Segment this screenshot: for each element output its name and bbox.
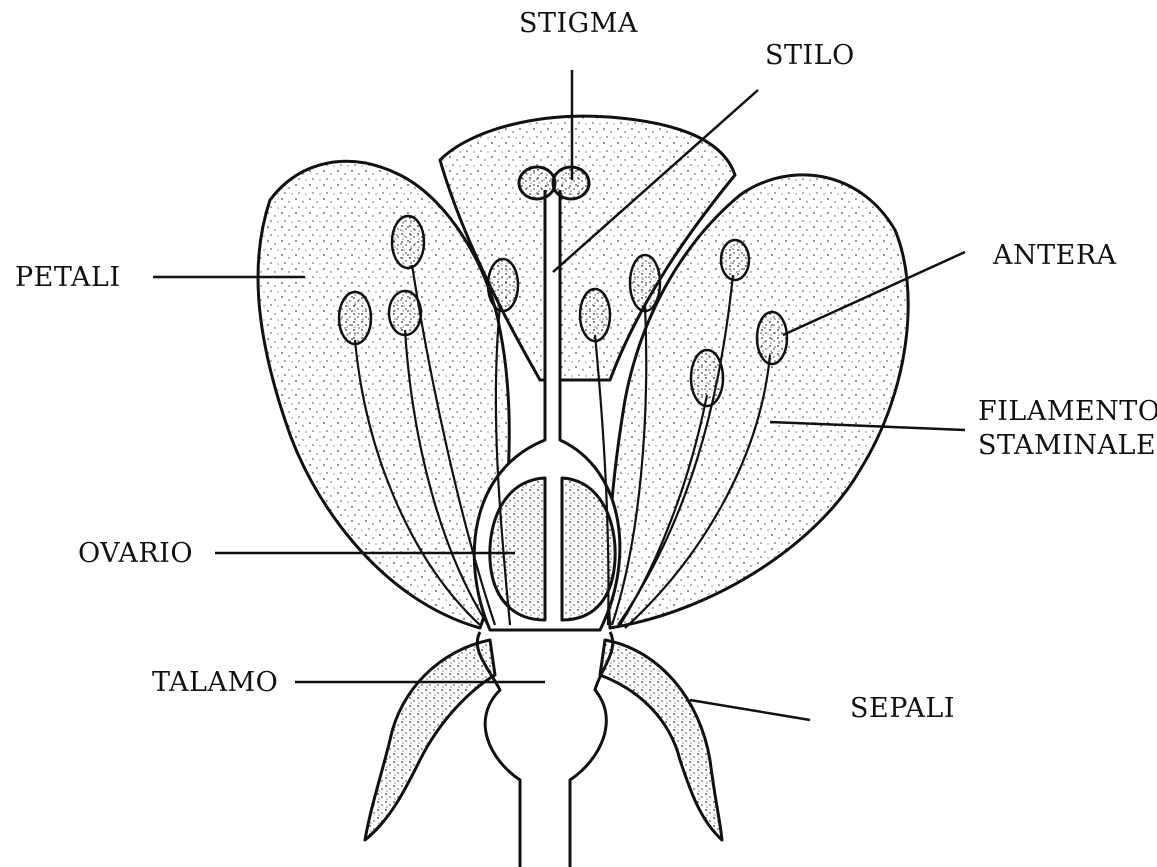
label-filamento-staminale: FILAMENTO STAMINALE xyxy=(978,395,1157,463)
label-antera: ANTERA xyxy=(993,240,1117,272)
anther-3 xyxy=(392,216,424,268)
label-stigma: STIGMA xyxy=(519,8,638,40)
right-sepal xyxy=(600,640,722,840)
anther-6 xyxy=(630,255,660,311)
stigma-left-lobe xyxy=(519,167,555,199)
anther-2 xyxy=(389,291,421,335)
talamo-outline xyxy=(477,632,612,867)
anther-7 xyxy=(721,240,749,280)
label-stilo: STILO xyxy=(765,40,855,72)
label-ovario: OVARIO xyxy=(78,538,193,570)
anther-1 xyxy=(339,292,371,344)
anther-4 xyxy=(488,259,518,311)
label-filamento-line2: STAMINALE xyxy=(978,429,1157,463)
label-talamo: TALAMO xyxy=(152,667,278,699)
anther-5 xyxy=(580,289,610,341)
leader-sepali xyxy=(690,700,810,720)
anther-9 xyxy=(757,312,787,364)
label-filamento-line1: FILAMENTO xyxy=(978,395,1157,429)
anther-8 xyxy=(691,350,723,406)
left-sepal xyxy=(365,640,495,840)
label-petali: PETALI xyxy=(15,262,121,294)
label-sepali: SEPALI xyxy=(850,693,955,725)
